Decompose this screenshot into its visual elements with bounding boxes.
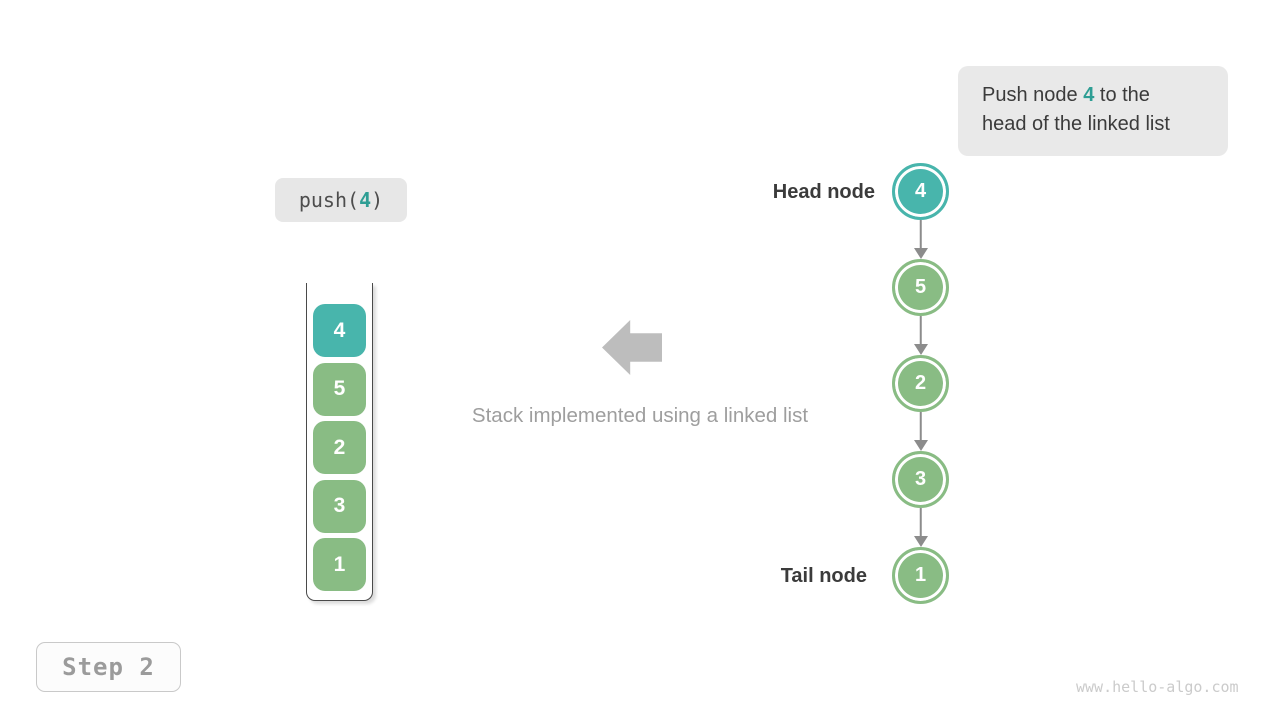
stack-item-2: 2	[313, 421, 366, 474]
next-pointer-arrow-icon	[892, 220, 949, 259]
diagram-caption: Stack implemented using a linked list	[471, 404, 809, 427]
operation-suffix: )	[371, 188, 384, 212]
left-block-arrow-icon	[602, 320, 662, 375]
linked-list: 4 5 2 3 1	[892, 163, 949, 604]
arrow-shaft	[919, 220, 922, 249]
tail-node-label: Tail node	[780, 565, 867, 587]
arrow-head	[913, 440, 928, 451]
arrow-shaft	[919, 508, 922, 537]
note-text: Push node	[982, 84, 1084, 106]
note-line-2: head of the linked list	[982, 113, 1170, 135]
operation-badge: push(4)	[275, 178, 407, 222]
operation-arg: 4	[359, 188, 372, 212]
stack-item-0: 4	[313, 304, 366, 357]
note-line-1: Push node 4 to the	[982, 81, 1228, 110]
note-highlight-value: 4	[1083, 84, 1095, 106]
head-node-label: Head node	[772, 181, 875, 203]
arrow-head	[913, 344, 928, 355]
arrow-shaft	[919, 316, 922, 345]
list-node-0: 4	[892, 163, 949, 220]
list-node-4: 1	[892, 547, 949, 604]
stack-item-3: 3	[313, 479, 366, 533]
operation-prefix: push(	[298, 188, 360, 212]
stack-item-1: 5	[313, 362, 366, 416]
next-pointer-arrow-icon	[892, 412, 949, 451]
arrow-head	[913, 536, 928, 547]
step-badge: Step 2	[36, 642, 181, 692]
next-pointer-arrow-icon	[892, 316, 949, 355]
stack-container: 4 5 2 3 1	[306, 283, 373, 601]
arrow-shaft	[919, 412, 922, 441]
next-pointer-arrow-icon	[892, 508, 949, 547]
list-node-2: 2	[892, 355, 949, 412]
watermark: www.hello-algo.com	[1076, 678, 1239, 696]
annotation-note: Push node 4 to the head of the linked li…	[958, 66, 1228, 156]
stack-item-4: 1	[313, 538, 366, 591]
list-node-3: 3	[892, 451, 949, 508]
list-node-1: 5	[892, 259, 949, 316]
note-text: to the	[1094, 84, 1150, 106]
arrow-head	[913, 248, 928, 259]
